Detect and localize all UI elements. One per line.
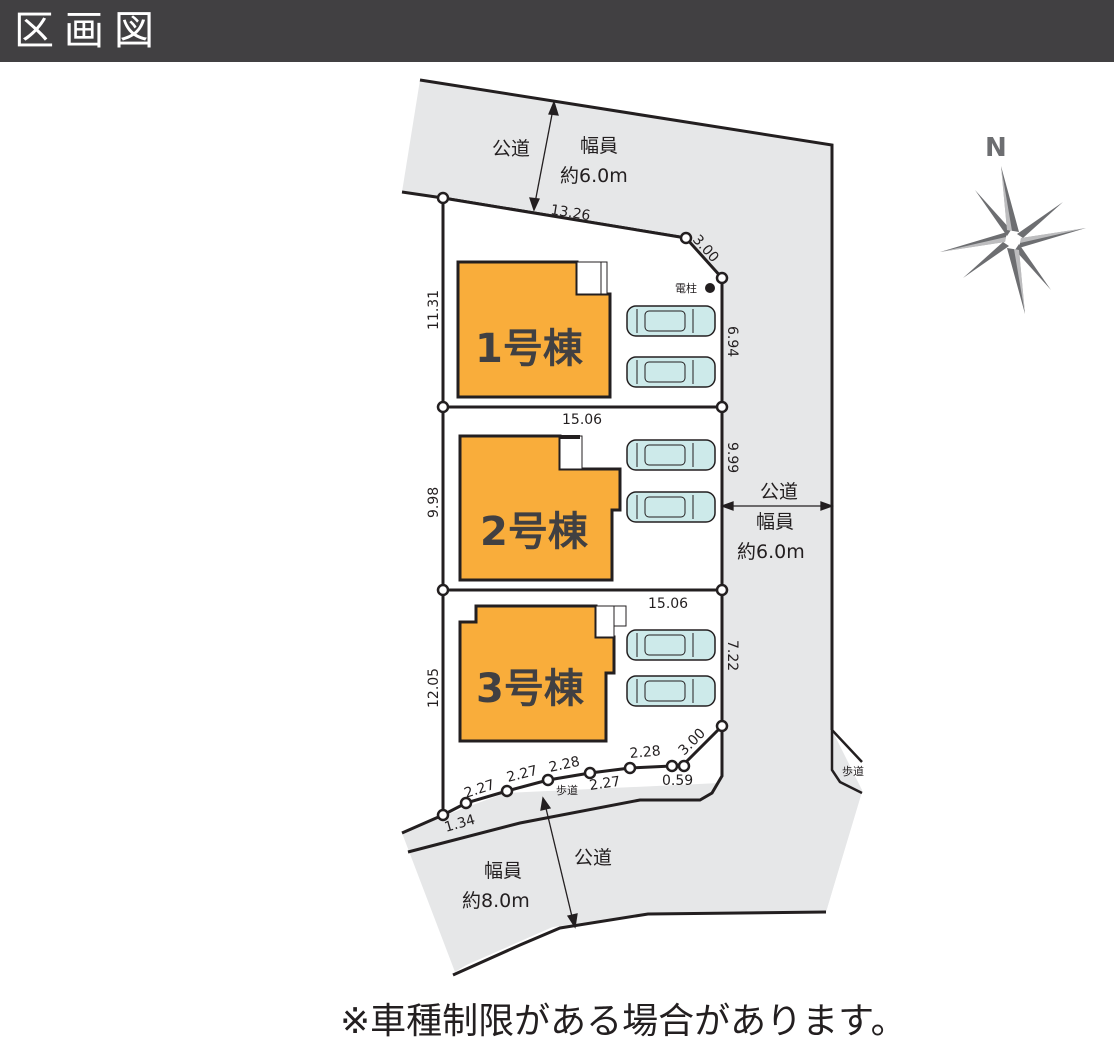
building-2: 2号棟 — [458, 434, 622, 582]
page-title: 区画図 — [14, 8, 164, 54]
road-north-east — [402, 80, 862, 970]
footnote: ※車種制限がある場合があります。 — [340, 1001, 907, 1042]
building-1: 1号棟 — [456, 260, 612, 399]
south-road-type: 公道 — [574, 847, 612, 869]
compass-rose-icon: N — [940, 133, 1086, 314]
road-areas — [402, 80, 862, 972]
parking-cars — [626, 305, 716, 707]
north-road-width-label: 幅員 — [580, 135, 618, 157]
car-icon — [626, 491, 716, 523]
sidewalk-line — [407, 726, 724, 854]
building-3-label: 3号棟 — [476, 666, 585, 712]
header-bar: 区画図 — [0, 0, 1114, 62]
road-south-outer-edge — [452, 910, 827, 977]
dim-south-0-59: 0.59 — [662, 773, 693, 789]
dim-lot3-west: 12.05 — [426, 668, 442, 708]
road-lines — [401, 78, 863, 977]
compass-north-label: N — [985, 133, 1007, 163]
building-3: 3号棟 — [458, 604, 627, 743]
dim-south-seg-2-28-a: 2.28 — [629, 743, 661, 762]
car-icon — [626, 356, 716, 388]
dim-south-seg-2-27-b: 2.27 — [505, 763, 539, 786]
car-icon — [626, 439, 716, 471]
east-road-type: 公道 — [760, 481, 798, 503]
east-road-width-label: 幅員 — [756, 511, 794, 533]
car-icon — [626, 675, 716, 707]
dim-lot2-east: 9.99 — [724, 442, 740, 473]
east-road-width-value: 約6.0m — [737, 541, 805, 563]
dim-south-seg-2-28-b: 2.28 — [548, 754, 582, 776]
dim-lot1-west: 11.31 — [426, 290, 442, 330]
dim-lot2-south: 15.06 — [648, 596, 688, 612]
north-road-type: 公道 — [492, 138, 530, 160]
utility-pole-icon — [705, 283, 715, 293]
dim-lot1-south: 15.06 — [562, 412, 602, 428]
width-arrows — [529, 100, 834, 929]
sidewalk-east-label: 歩道 — [842, 764, 864, 778]
building-1-label: 1号棟 — [475, 326, 584, 372]
dim-lot3-east: 7.22 — [724, 640, 740, 671]
building-2-label: 2号棟 — [480, 509, 589, 555]
north-road-width-value: 約6.0m — [560, 165, 628, 187]
dim-south-seg-2-27-a: 2.27 — [588, 774, 621, 794]
sidewalk-south-label: 歩道 — [556, 783, 578, 797]
road-south — [402, 783, 862, 972]
south-road-width-label: 幅員 — [484, 860, 522, 882]
dim-lot1-east: 6.94 — [724, 326, 740, 357]
car-icon — [626, 305, 716, 337]
dim-lot2-west: 9.98 — [426, 487, 442, 518]
dim-north-edge: 13.26 — [549, 202, 591, 224]
road-north-outer-edge — [419, 78, 834, 730]
utility-pole-label: 電柱 — [675, 281, 697, 295]
boundary-markers — [436, 191, 729, 822]
south-road-width-value: 約8.0m — [462, 890, 530, 912]
car-icon — [626, 629, 716, 661]
